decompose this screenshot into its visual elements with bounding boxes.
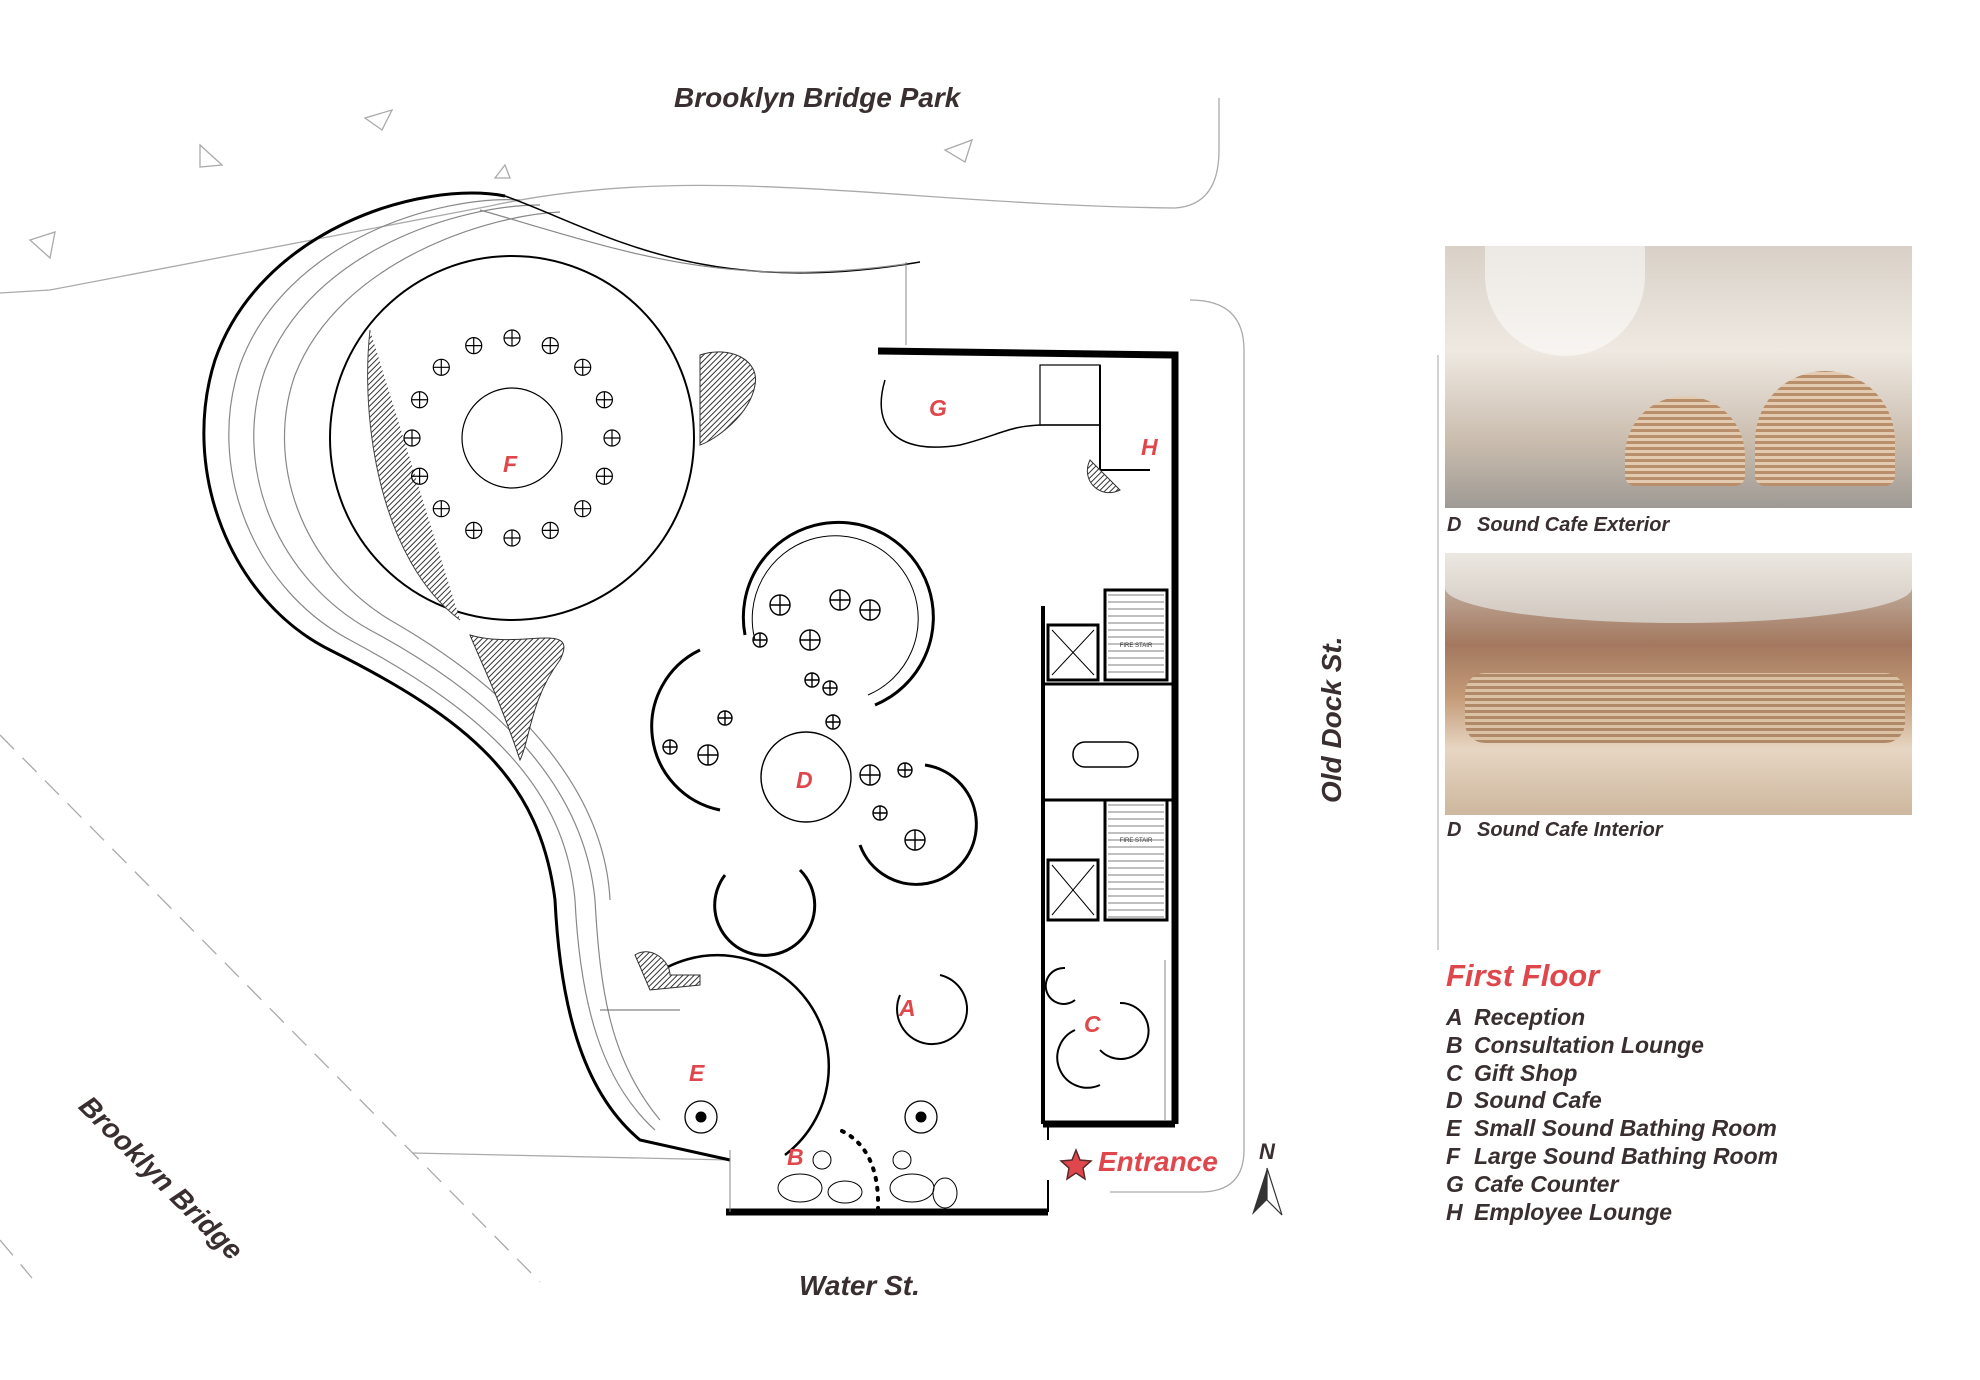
legend-label: Sound Cafe: [1474, 1087, 1602, 1114]
legend-key: C: [1446, 1059, 1463, 1086]
east-block: FIRE STAIR FIRE STAIR: [726, 347, 1179, 1216]
legend-label: Employee Lounge: [1474, 1198, 1673, 1225]
service-core: FIRE STAIR FIRE STAIR: [1043, 588, 1175, 922]
booth-east: [858, 763, 978, 886]
hatched-column: [469, 634, 565, 762]
booth-west: [650, 648, 721, 812]
gift-shop-fixtures: [1044, 966, 1150, 1089]
legend-key: B: [1446, 1031, 1463, 1058]
caption-key: D: [1447, 514, 1462, 536]
legend-title: First Floor: [1446, 958, 1600, 993]
legend-item: B Consultation Lounge: [1446, 1032, 1704, 1059]
room-label-c: C: [1084, 1011, 1101, 1037]
legend-item: H Employee Lounge: [1446, 1199, 1672, 1226]
room-label-f: F: [503, 451, 518, 477]
legend-label: Large Sound Bathing Room: [1474, 1143, 1779, 1169]
room-g-counter: [880, 365, 1101, 448]
booth-north: [741, 520, 935, 707]
caption-key: D: [1447, 819, 1462, 841]
fire-stair-label-lower: FIRE STAIR: [1120, 838, 1153, 844]
legend-label: Consultation Lounge: [1474, 1031, 1704, 1058]
street-label-north: Brooklyn Bridge Park: [674, 82, 961, 113]
brooklyn-bridge-edge: [0, 734, 541, 1283]
room-label-h: H: [1141, 434, 1158, 460]
old-dock-street-curb: [1110, 299, 1245, 1193]
legend-label: Small Sound Bathing Room: [1474, 1115, 1777, 1142]
fire-stair-label-upper: FIRE STAIR: [1120, 643, 1153, 649]
legend-label: Cafe Counter: [1474, 1170, 1619, 1197]
legend-item: D Sound Cafe: [1446, 1087, 1602, 1114]
water-street-curb: [411, 1152, 731, 1161]
room-f-seating: [403, 329, 621, 547]
caption-text: Sound Cafe Interior: [1477, 819, 1663, 841]
room-label-b: B: [787, 1144, 804, 1170]
outer-curved-wall: [202, 191, 731, 1162]
sound-cafe: [650, 520, 978, 957]
room-label-a: A: [898, 995, 916, 1021]
room-f-outline: [329, 255, 695, 621]
booth-south: [713, 868, 817, 957]
legend-label: Reception: [1474, 1004, 1586, 1030]
north-arrow-icon: [1252, 1168, 1267, 1215]
tree-markers: [28, 108, 974, 260]
park-boundary: [0, 98, 1220, 294]
curved-wing: [202, 191, 921, 1162]
room-label-e: E: [689, 1060, 705, 1086]
legend-key: G: [1446, 1170, 1464, 1197]
north-wall: [877, 347, 1179, 1124]
legend-item: F Large Sound Bathing Room: [1446, 1143, 1778, 1170]
star-icon: [1059, 1147, 1093, 1181]
legend-item: A Reception: [1446, 1004, 1585, 1031]
legend-item: E Small Sound Bathing Room: [1446, 1115, 1777, 1142]
photo-sound-cafe-interior: [1445, 553, 1912, 815]
legend-key: E: [1446, 1115, 1462, 1142]
street-label-east: Old Dock St.: [1316, 636, 1347, 803]
legend-key: D: [1446, 1087, 1463, 1114]
room-e-wall: [649, 953, 831, 1156]
consultation-divider: [840, 1129, 881, 1212]
cafe-center-circle: [760, 731, 852, 823]
legend-item: G Cafe Counter: [1446, 1171, 1618, 1198]
entrance-label: Entrance: [1098, 1146, 1218, 1177]
legend-key: H: [1446, 1198, 1463, 1225]
room-f-center: [461, 387, 563, 489]
caption-text: Sound Cafe Exterior: [1477, 514, 1670, 536]
legend-key: A: [1446, 1004, 1463, 1030]
legend-item: C Gift Shop: [1446, 1060, 1577, 1087]
reception-desk: [896, 974, 968, 1046]
room-label-g: G: [929, 395, 947, 421]
photo-caption-exterior: D Sound Cafe Exterior: [1447, 514, 1669, 537]
hatched-wall-g: [699, 351, 756, 446]
legend-label: Gift Shop: [1474, 1059, 1578, 1086]
room-label-d: D: [796, 767, 813, 793]
site-context: [0, 98, 1439, 1283]
street-label-south: Water St.: [799, 1270, 920, 1301]
photo-sound-cafe-exterior: [1445, 246, 1912, 508]
legend-key: F: [1446, 1143, 1461, 1169]
north-label: N: [1259, 1139, 1276, 1164]
photo-caption-interior: D Sound Cafe Interior: [1447, 819, 1663, 842]
